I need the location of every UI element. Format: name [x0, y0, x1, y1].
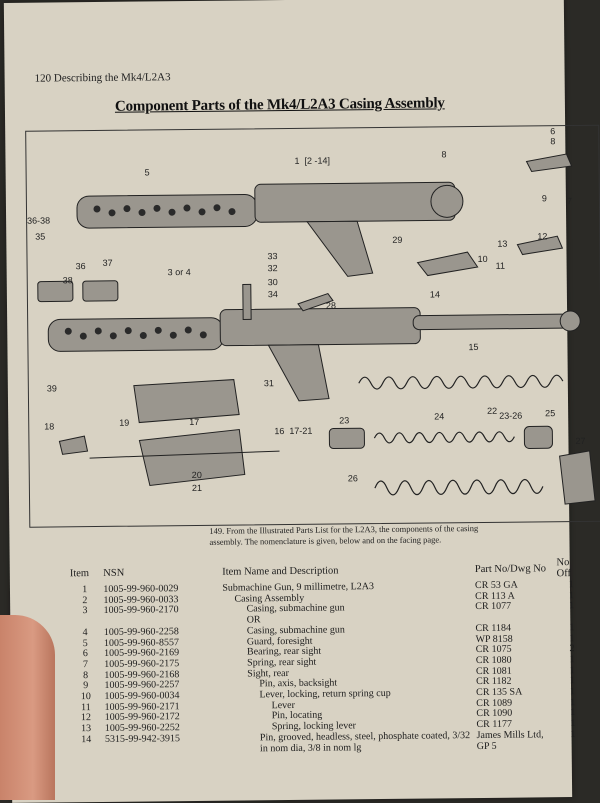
callout-label: 33 [267, 251, 277, 261]
parts-table: Item NSN Item Name and Description Part … [68, 557, 590, 757]
callout-label: 5 [145, 167, 150, 177]
callout-label: 8 [441, 149, 446, 159]
callout-label: 24 [434, 411, 444, 421]
upper-casing-drawing [76, 181, 464, 277]
callout-label: 6 [550, 126, 555, 136]
callout-label: 14 [430, 289, 440, 299]
callout-label: 10 [477, 254, 487, 264]
table-row: 14 5315-99-942-3915 Pin, grooved, headless… [69, 728, 589, 757]
cell-item: 14 [81, 733, 92, 746]
callout-label: 23 [339, 415, 349, 425]
lower-casing-drawing [47, 307, 581, 402]
callout-label: 20 [192, 470, 202, 480]
callout-label: 36 [76, 261, 86, 271]
figure-caption: 149. From the Illustrated Parts List for… [209, 523, 479, 547]
callout-labels: 1 [2 -14] 5 8 6 8 9 7 36-38 35 36 37 38 … [27, 126, 585, 493]
callout-label: 25 [545, 408, 555, 418]
callout-label: 27 [575, 436, 585, 446]
callout-label: [2 -14] [304, 156, 330, 166]
callout-label: 29 [392, 235, 402, 245]
column-header-no-off: No Off [556, 557, 572, 580]
callout-label: 15 [468, 342, 478, 352]
callout-label: 3 or 4 [168, 267, 191, 277]
cell-part: CR 1077 [475, 601, 512, 613]
column-header-item: Item [69, 567, 90, 579]
cell-item: 3 [82, 605, 88, 617]
cell-desc: Pin, grooved, headless, steel, phosphate… [259, 729, 471, 754]
callout-label: 39 [47, 383, 57, 393]
callout-label: 31 [264, 378, 274, 388]
callout-label: 35 [35, 232, 45, 242]
column-header-description: Item Name and Description [222, 564, 339, 578]
callout-label: 13 [497, 239, 507, 249]
page-title: Component Parts of the Mk4/L2A3 Casing A… [114, 95, 445, 115]
callout-label: 9 [542, 193, 547, 203]
cell-qty: 1 [569, 600, 575, 612]
callout-label: 23-26 [499, 411, 522, 421]
callout-label: 30 [268, 277, 278, 287]
callout-label: 1 [294, 156, 299, 166]
callout-label: 36-38 [27, 215, 50, 225]
callout-label: 11 [496, 261, 505, 271]
callout-label: 19 [119, 418, 129, 428]
callout-label: 17 [189, 417, 199, 427]
callout-label: 28 [326, 300, 336, 310]
callout-label: 37 [103, 258, 113, 268]
callout-label: 32 [268, 263, 278, 273]
cell-qty: 1 [570, 728, 576, 740]
callout-label: 34 [268, 289, 278, 299]
callout-label: 22 [487, 406, 497, 416]
callout-label: 38 [63, 275, 73, 285]
callout-label: 16 [274, 426, 284, 436]
running-head: 120 Describing the Mk4/L2A3 [34, 71, 171, 85]
callout-label: 18 [44, 421, 54, 431]
book-page: 120 Describing the Mk4/L2A3 Component Pa… [3, 0, 600, 803]
exploded-diagram: 1 [2 -14] 5 8 6 8 9 7 36-38 35 36 37 38 … [25, 124, 600, 528]
callout-label: 26 [348, 473, 358, 483]
exploded-diagram-svg: 1 [2 -14] 5 8 6 8 9 7 36-38 35 36 37 38 … [27, 126, 596, 505]
column-header-nsn: NSN [103, 567, 125, 579]
callout-label: 7 [567, 196, 572, 206]
callout-label: 8 [550, 136, 555, 146]
springs-drawing [358, 374, 564, 496]
cell-part: CR 1184 [475, 622, 512, 634]
small-parts-drawing [37, 153, 596, 505]
column-header-part-no: Part No/Dwg No [474, 562, 547, 575]
thumb [0, 615, 55, 800]
cell-nsn: 5315-99-942-3915 [104, 732, 181, 745]
callout-label: 12 [537, 231, 547, 241]
callout-label: 21 [192, 483, 202, 493]
cell-part: James Mills Ltd, GP 5 [476, 729, 544, 752]
callout-label: 17-21 [289, 426, 312, 436]
